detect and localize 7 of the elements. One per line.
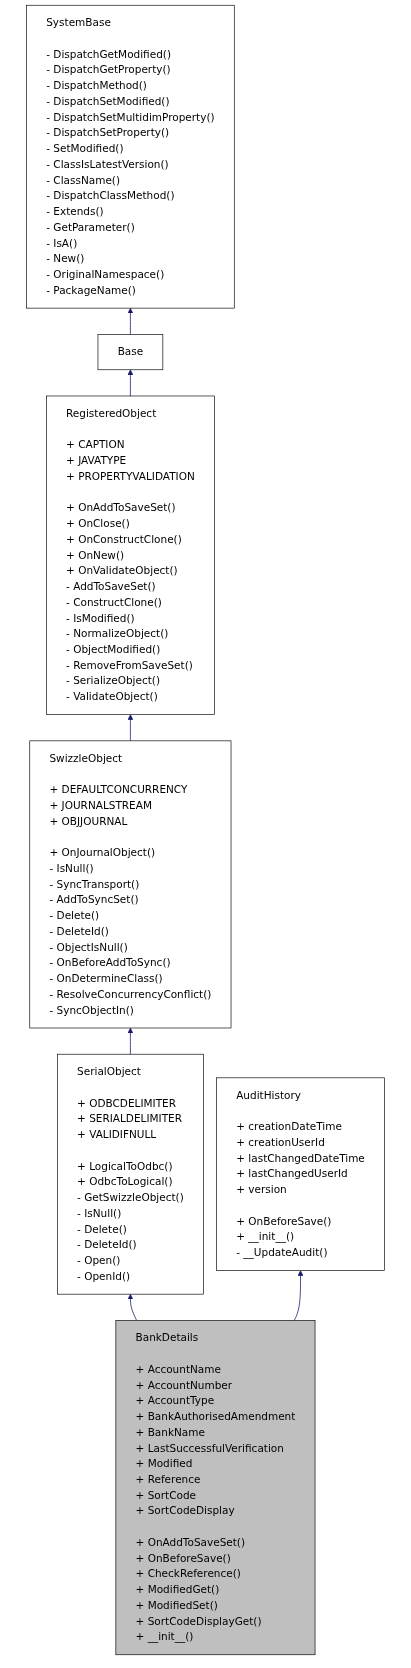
node-box: BankDetails + AccountName + AccountNumber + AccountType + BankAuthorisedAmendment + BankName + LastSuccessfulVerification + Modified + Reference + SortCode + SortCodeDisplay + OnAddToSaveSet() + OnBeforeSave() + CheckReference() + ModifiedGet() + ModifiedSet() + SortCodeDisplayGet() + __init__()	[115, 1320, 316, 1656]
node-box: RegisteredObject + CAPTION + JAVATYPE + PROPERTYVALIDATION + OnAddToSaveSet() + OnClose() + OnConstructClone() + OnNew() + OnValidateObject() - AddToSaveSet() - ConstructClone() - IsModified() - NormalizeObject() - ObjectModified() - RemoveFromSaveSet() - SerializeObject() - ValidateObject()	[46, 395, 215, 715]
node-box: SwizzleObject + DEFAULTCONCURRENCY + JOURNALSTREAM + OBJJOURNAL + OnJournalObject() - IsNull() - SyncTransport() - AddToSyncSet() - Delete() - DeleteId() - ObjectIsNull() - OnBeforeAddToSync() - OnDetermineClass() - ResolveConcurrencyConflict() - SyncObjectIn()	[29, 740, 232, 1029]
node-box: Base	[97, 334, 164, 371]
node-box: SerialObject + ODBCDELIMITER + SERIALDELIMITER + VALIDIFNULL + LogicalToOdbc() + OdbcToLogical() - GetSwizzleObject() - IsNull() - Delete() - DeleteId() - Open() - OpenId()	[57, 1053, 204, 1295]
node-box: SystemBase - DispatchGetModified() - DispatchGetProperty() - DispatchMethod() - DispatchSetModified() - DispatchSetMultidimProperty() - DispatchSetProperty() - SetModified() - ClassIsLatestVersion() - ClassName() - DispatchClassMethod() - Extends() - GetParameter() - IsA() - New() - OriginalNamespace() - PackageName()	[26, 4, 235, 309]
node-box: AuditHistory + creationDateTime + creationUserId + lastChangedDateTime + lastChangedUserId + version + OnBeforeSave() + __init__() - __UpdateAudit()	[216, 1077, 385, 1271]
